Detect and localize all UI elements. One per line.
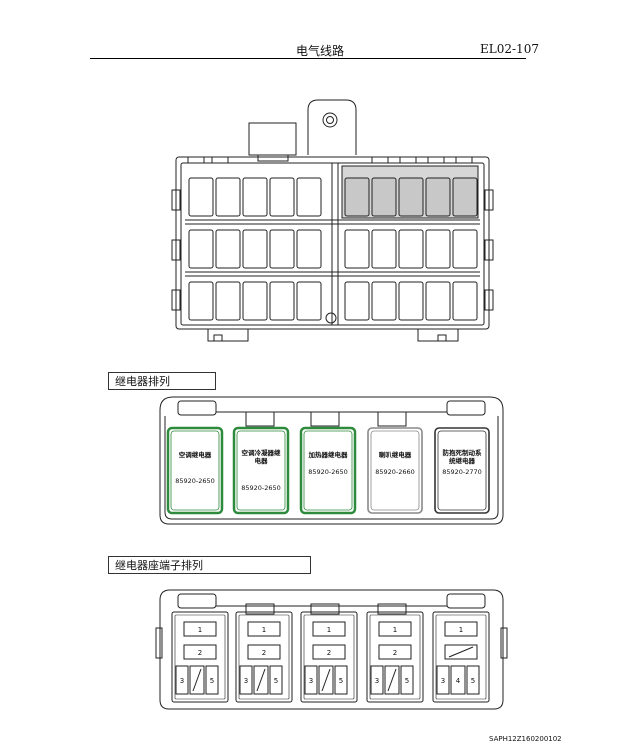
terminal-1: 1	[459, 626, 463, 634]
relay-name-line2: 统继电器	[449, 456, 476, 465]
relay-name-line2: 电器	[255, 456, 269, 465]
terminal-3: 3	[375, 677, 379, 685]
relay-card: 空调继电器 85920-2650	[166, 426, 224, 515]
mounting-hole	[322, 112, 338, 128]
page-code: EL02-107	[480, 42, 539, 56]
terminal-2: 2	[262, 649, 266, 657]
relay-part-number: 85920-2770	[442, 468, 482, 476]
terminal-4: 4	[456, 677, 461, 685]
terminal-5: 5	[339, 677, 343, 685]
terminal-1: 1	[327, 626, 331, 634]
terminal-3: 3	[441, 677, 445, 685]
figure-code: SAPH12Z160200102	[489, 735, 562, 743]
terminal-5: 5	[405, 677, 409, 685]
terminal-2: 2	[198, 649, 202, 657]
relay-name: 加热器继电器	[308, 450, 349, 459]
relay-socket: 1 2 3 5	[366, 611, 424, 703]
relay-socket: 1 2 3 5	[171, 611, 229, 703]
section-label-relay-layout: 继电器排列	[108, 372, 216, 390]
relay-name: 空调继电器	[179, 450, 212, 459]
relay-part-number: 85920-2650	[241, 484, 281, 492]
terminal-3: 3	[180, 677, 184, 685]
relay-part-number: 85920-2650	[308, 468, 348, 476]
relay-socket: 1 2 3 5	[300, 611, 358, 703]
terminal-1: 1	[262, 626, 266, 634]
relay-name-line1: 防抱死制动系	[443, 448, 483, 457]
terminal-3: 3	[309, 677, 313, 685]
terminal-2: 2	[327, 649, 331, 657]
relay-card: 加热器继电器 85920-2650	[299, 426, 357, 515]
terminal-5: 5	[471, 677, 475, 685]
section-label-terminal-layout: 继电器座端子排列	[108, 556, 311, 574]
terminal-5: 5	[274, 677, 278, 685]
relay-part-number: 85920-2650	[175, 477, 215, 485]
relay-socket: 1 2 3 5	[235, 611, 293, 703]
terminal-2: 2	[393, 649, 397, 657]
relay-box-housing	[175, 156, 490, 330]
relay-name-line1: 空调冷凝器继	[242, 448, 282, 457]
terminal-5: 5	[210, 677, 214, 685]
relay-part-number: 85920-2660	[375, 468, 415, 476]
terminal-1: 1	[198, 626, 202, 634]
terminal-3: 3	[244, 677, 248, 685]
relay-name: 喇叭继电器	[379, 450, 412, 459]
header-rule	[90, 58, 526, 59]
terminal-1: 1	[393, 626, 397, 634]
relay-arrangement-housing	[159, 396, 504, 525]
mounting-tab	[307, 99, 357, 155]
page-title: 电气线路	[296, 44, 345, 58]
relay-card: 喇叭继电器 85920-2660	[367, 427, 423, 514]
relay-socket: 1 3 4 5	[432, 611, 490, 703]
